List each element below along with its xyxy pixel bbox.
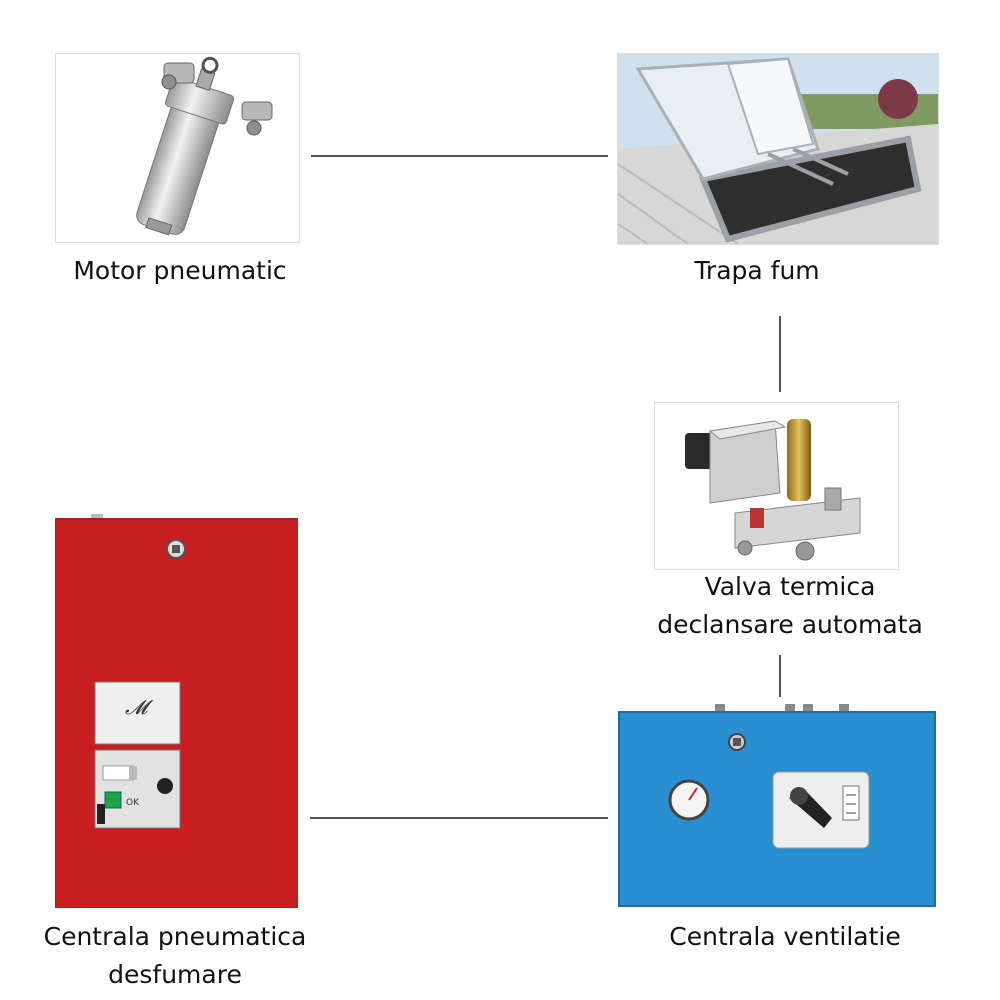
label-centrala-pneumatica: Centrala pneumatica desfumare [20,918,330,994]
label-centrala-line1: Centrala pneumatica [43,922,307,951]
label-valva-termica: Valva termica declansare automata [630,568,950,644]
label-centrala-line2: desfumare [108,960,242,989]
label-valva-line2: declansare automata [657,610,923,639]
connector-valve-vent [779,655,781,697]
ventilation-control-panel [617,700,937,908]
blue-control-cabinet-icon [618,704,936,907]
ok-label: OK [126,798,140,808]
thermal-valve-icon [685,419,861,561]
label-motor-pneumatic: Motor pneumatic [73,256,287,285]
smoke-hatch-image [617,53,939,245]
connector-smoke-vent [310,817,608,819]
label-valva-line1: Valva termica [704,572,876,601]
smoke-hatch-icon [618,54,938,244]
pneumatic-cylinder-icon [136,56,273,236]
connector-hatch-valve [779,316,781,392]
connector-motor-hatch [311,155,608,157]
smoke-control-panel: 𝓜 OK [55,514,298,908]
motor-pneumatic-image [55,53,300,243]
thermal-valve-image [654,402,899,570]
label-centrala-ventilatie: Centrala ventilatie [669,922,901,951]
red-control-cabinet-icon: 𝓜 OK [55,514,298,908]
label-trapa-fum: Trapa fum [694,256,820,285]
